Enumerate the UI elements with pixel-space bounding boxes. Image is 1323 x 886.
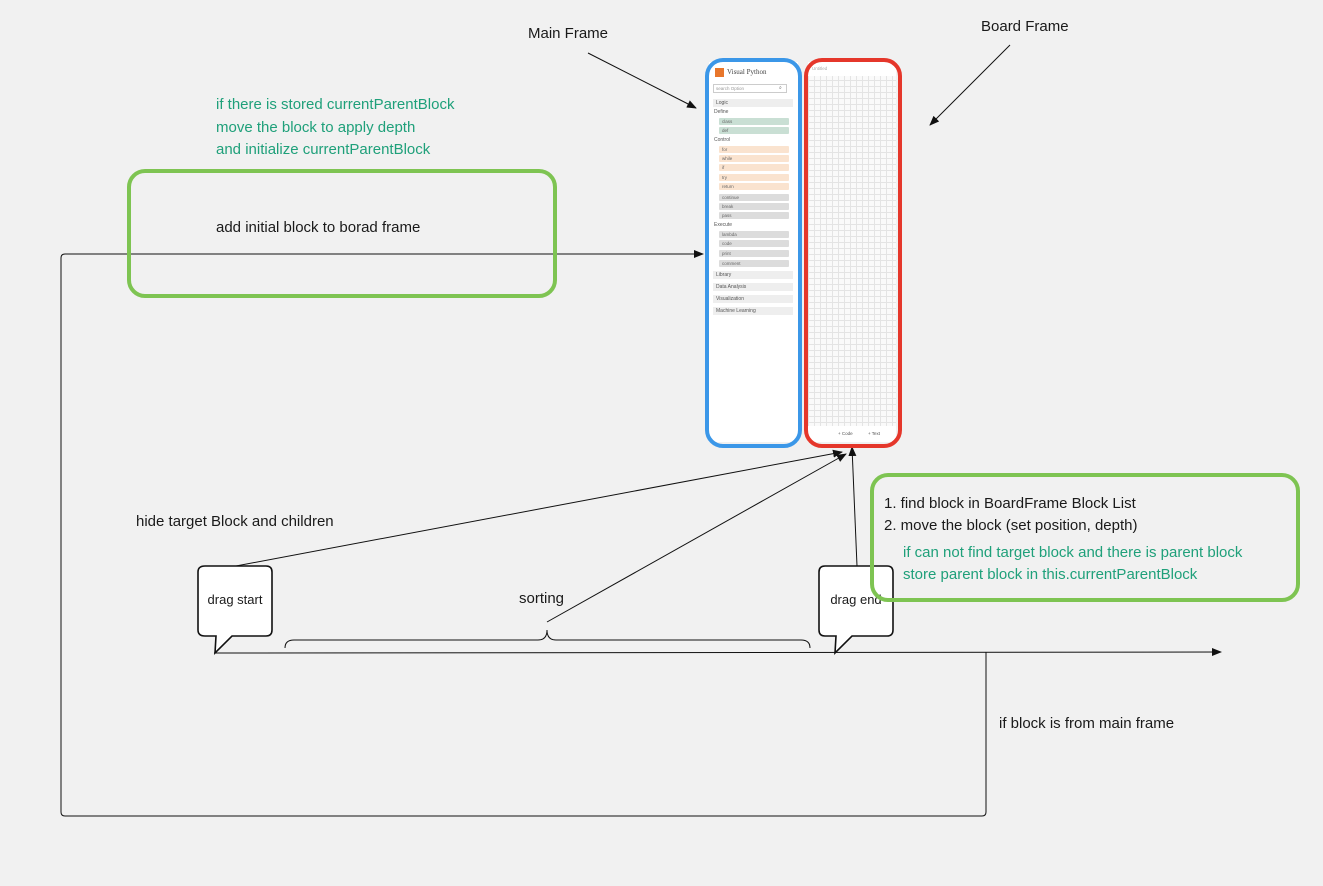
main-frame-label: Main Frame bbox=[528, 25, 609, 42]
drag-start-bubble bbox=[197, 565, 273, 656]
stored-parent-line-3: and initialize currentParentBlock bbox=[216, 141, 431, 158]
sorting-arrow bbox=[546, 453, 847, 623]
drag-end-note-1: if can not find target block and there i… bbox=[903, 544, 1243, 561]
block-return[interactable]: return bbox=[719, 183, 789, 190]
add-initial-block-box bbox=[127, 169, 557, 298]
drag-start-label: drag start bbox=[207, 592, 263, 607]
board-frame-label: Board Frame bbox=[981, 18, 1069, 35]
drag-end-note-2: store parent block in this.currentParent… bbox=[903, 566, 1198, 583]
drag-end-arrow bbox=[848, 446, 858, 567]
sub-control[interactable]: Control bbox=[714, 137, 731, 143]
block-try[interactable]: try bbox=[719, 174, 789, 181]
main-frame-loop-arrow bbox=[60, 250, 987, 817]
board-frame-highlight bbox=[804, 58, 902, 448]
sorting-label: sorting bbox=[519, 590, 565, 607]
block-pass[interactable]: pass bbox=[719, 212, 789, 219]
if-main-frame-text: if block is from main frame bbox=[999, 715, 1175, 732]
timeline-arrow bbox=[213, 648, 1222, 657]
block-class[interactable]: class bbox=[719, 118, 789, 125]
add-code-button[interactable]: + Code bbox=[838, 431, 853, 436]
block-break[interactable]: break bbox=[719, 203, 789, 210]
block-for[interactable]: for bbox=[719, 146, 789, 153]
hide-target-text: hide target Block and children bbox=[136, 513, 334, 530]
stored-parent-line-1: if there is stored currentParentBlock bbox=[216, 96, 455, 113]
block-continue[interactable]: continue bbox=[719, 194, 789, 201]
drag-end-steps-box bbox=[870, 473, 1300, 602]
category-machine-learning[interactable]: Machine Learning bbox=[713, 307, 793, 315]
category-logic[interactable]: Logic bbox=[713, 99, 793, 107]
drag-end-step-2: 2. move the block (set position, depth) bbox=[884, 517, 1138, 534]
block-while[interactable]: while bbox=[719, 155, 789, 162]
stored-parent-line-2: move the block to apply depth bbox=[216, 119, 416, 136]
main-frame-screenshot: Visual Python search Option ⌕ Logic Defi… bbox=[709, 62, 798, 442]
category-data-analysis[interactable]: Data Analysis bbox=[713, 283, 793, 291]
board-frame-screenshot: Untitled + Code + Text bbox=[808, 62, 896, 442]
board-frame-pointer-arrow bbox=[929, 44, 1011, 126]
block-print[interactable]: print bbox=[719, 250, 789, 257]
main-frame-highlight bbox=[705, 58, 802, 448]
sorting-brace bbox=[284, 629, 811, 649]
drag-end-label: drag end bbox=[830, 592, 882, 607]
category-visualization[interactable]: Visualization bbox=[713, 295, 793, 303]
search-input[interactable]: search Option bbox=[713, 84, 787, 93]
main-frame-pointer-arrow bbox=[587, 52, 697, 109]
sub-define[interactable]: Define bbox=[714, 109, 729, 115]
block-if[interactable]: if bbox=[719, 164, 789, 171]
app-logo-text: Visual Python bbox=[727, 68, 767, 76]
category-library[interactable]: Library bbox=[713, 271, 793, 279]
drag-start-arrow bbox=[235, 449, 843, 567]
block-lambda[interactable]: lambda bbox=[719, 231, 789, 238]
block-code[interactable]: code bbox=[719, 240, 789, 247]
add-text-button[interactable]: + Text bbox=[868, 431, 881, 436]
sub-execute[interactable]: Execute bbox=[714, 222, 733, 228]
block-def[interactable]: def bbox=[719, 127, 789, 134]
drag-end-step-1: 1. find block in BoardFrame Block List bbox=[884, 495, 1136, 512]
add-initial-block-text: add initial block to borad frame bbox=[216, 219, 421, 236]
block-comment[interactable]: comment bbox=[719, 260, 789, 267]
search-icon: ⌕ bbox=[779, 85, 782, 91]
board-footer: + Code + Text bbox=[808, 426, 896, 442]
